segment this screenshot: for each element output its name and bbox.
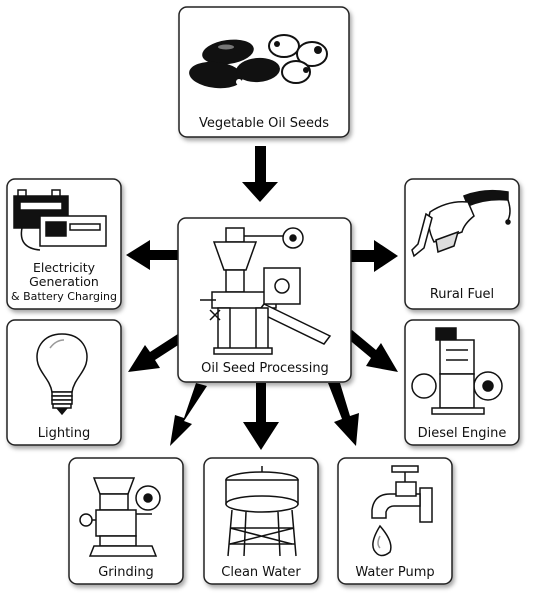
faucet-icon	[371, 465, 433, 557]
arrow-to-water-pump	[328, 383, 359, 446]
node-diesel-engine: Diesel Engine	[404, 319, 520, 446]
water-tower-icon	[225, 466, 299, 557]
diesel-engine-icon	[411, 327, 503, 415]
node-lighting: Lighting	[6, 319, 122, 446]
grain-grinder-icon	[79, 477, 161, 557]
node-rural-fuel: Rural Fuel	[404, 178, 520, 310]
node-vegetable-oil-seeds: Vegetable Oil Seeds	[178, 6, 350, 138]
node-water-pump: Water Pump	[337, 457, 453, 585]
fuel-nozzle-icon	[411, 189, 511, 258]
arrow-to-grinding	[170, 383, 207, 446]
oil-press-machine-icon	[200, 227, 332, 355]
label-diesel-engine: Diesel Engine	[418, 426, 507, 441]
label-water-pump: Water Pump	[355, 565, 434, 580]
battery-charger-icon	[13, 189, 107, 251]
arrow-to-electricity	[126, 240, 178, 270]
label-rural-fuel: Rural Fuel	[430, 287, 494, 302]
arrow-to-diesel	[347, 330, 398, 372]
arrow-down-from-seeds	[242, 146, 278, 202]
label-vegetable-oil-seeds: Vegetable Oil Seeds	[199, 116, 329, 131]
label-clean-water: Clean Water	[221, 565, 301, 580]
node-oil-seed-processing: Oil Seed Processing	[177, 217, 352, 383]
label-electricity-line2: Generation	[29, 274, 99, 289]
label-oil-seed-processing: Oil Seed Processing	[201, 361, 329, 376]
node-grinding: Grinding	[68, 457, 184, 585]
label-grinding: Grinding	[98, 565, 154, 580]
arrow-to-clean-water	[243, 383, 279, 450]
arrow-to-lighting	[128, 330, 189, 372]
light-bulb-icon	[36, 333, 88, 416]
arrow-to-rural-fuel	[350, 240, 398, 272]
label-electricity-line3: & Battery Charging	[11, 290, 117, 303]
node-clean-water: Clean Water	[203, 457, 319, 585]
seeds-icon	[189, 34, 328, 89]
label-lighting: Lighting	[38, 426, 91, 441]
arrows	[126, 146, 398, 450]
label-electricity-line1: Electricity	[33, 260, 96, 275]
node-electricity: Electricity Generation & Battery Chargin…	[6, 178, 122, 310]
